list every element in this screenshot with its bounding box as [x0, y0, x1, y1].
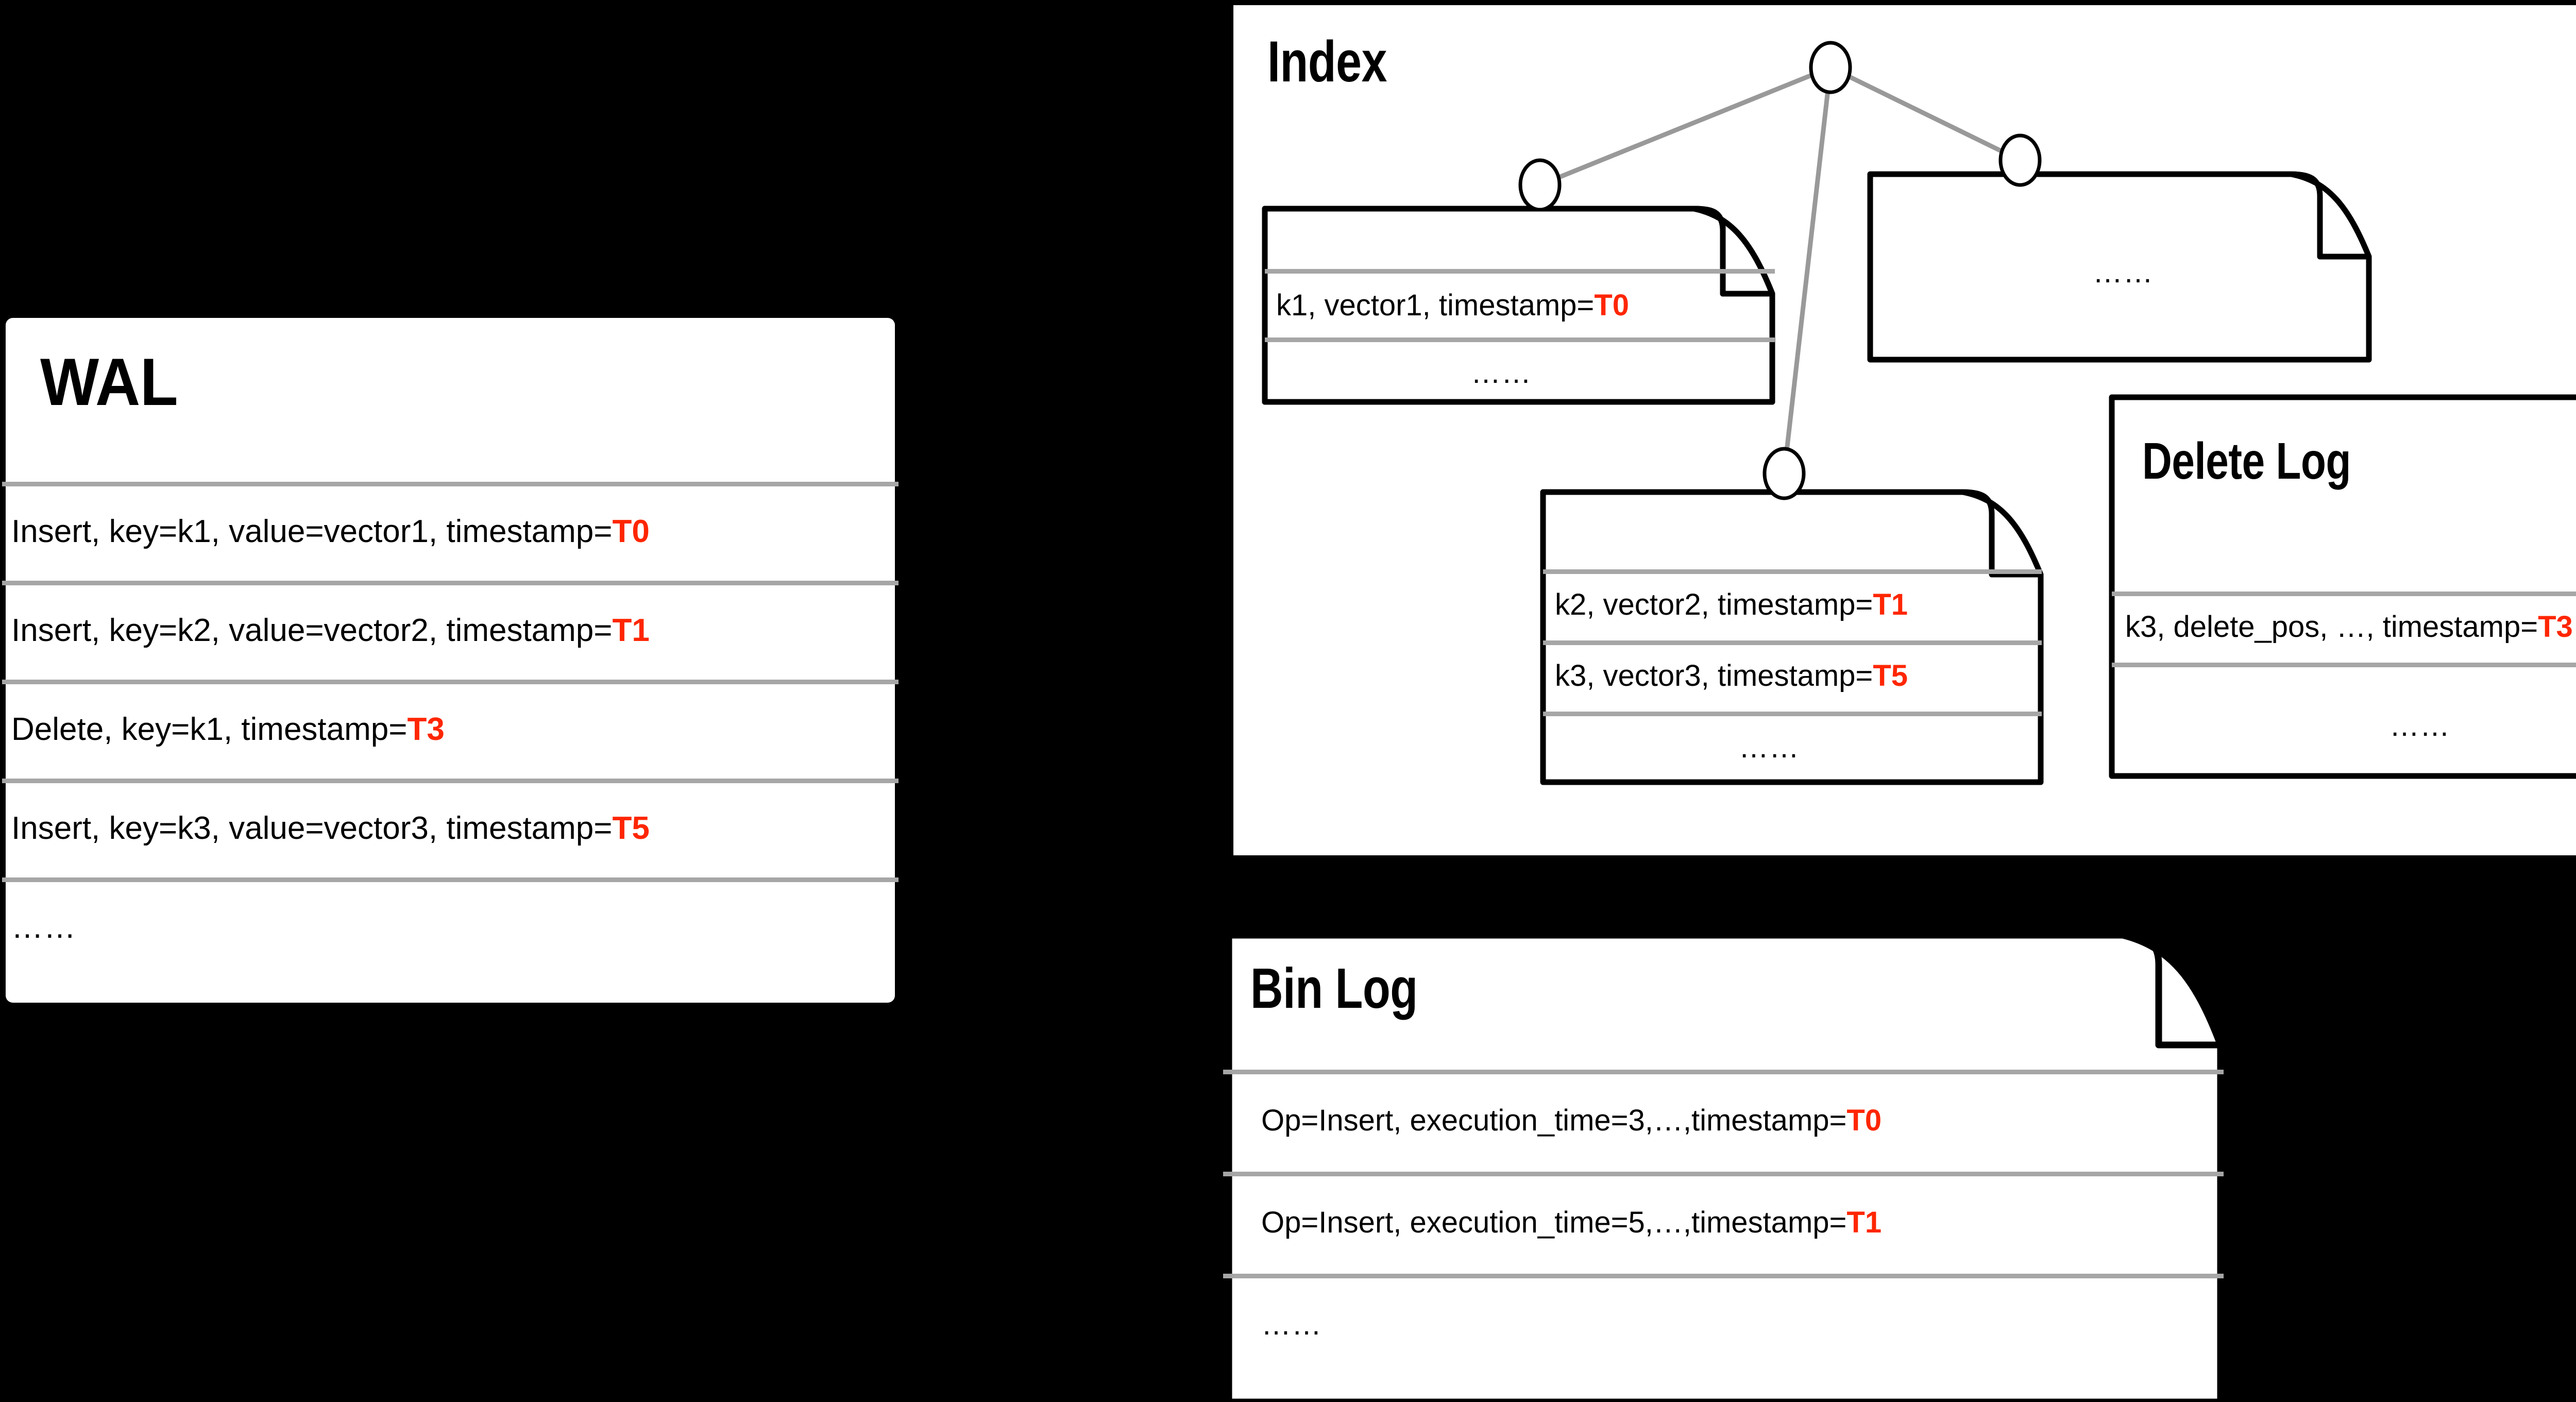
wal-separator — [2, 877, 899, 882]
wal-row: Delete, key=k1, timestamp=T3 — [11, 714, 445, 746]
index-card-k2-k3-row: k2, vector2, timestamp=T1 — [1555, 590, 1908, 620]
delete-log-row-label: k3, delete_pos, …, timestamp= — [2125, 610, 2538, 644]
index-card-k2-k3-row: k3, vector3, timestamp=T5 — [1555, 661, 1908, 691]
delete-log-row-timestamp: T3 — [2538, 610, 2573, 644]
wal-row: Insert, key=k3, value=vector3, timestamp… — [11, 813, 650, 844]
bin-log-separator — [1223, 1274, 2224, 1278]
bin-log-title: Bin Log — [1250, 957, 1418, 1020]
delete-log-separator — [2112, 663, 2576, 667]
wal-row-label: Insert, key=k1, value=vector1, timestamp… — [11, 514, 613, 549]
index-card-k3-row-timestamp: T5 — [1873, 659, 1908, 692]
index-card-k3-row-label: k3, vector3, timestamp= — [1555, 659, 1873, 692]
bin-log-row: Op=Insert, execution_time=5,…,timestamp=… — [1261, 1208, 1882, 1238]
bin-log-row: Op=Insert, execution_time=3,…,timestamp=… — [1261, 1106, 1882, 1136]
index-card-k2-row-label: k2, vector2, timestamp= — [1555, 588, 1873, 621]
wal-row-timestamp: T5 — [612, 810, 650, 846]
index-card-k2-row-timestamp: T1 — [1873, 588, 1908, 621]
index-card-k2-k3-ellipsis: …… — [1739, 731, 1800, 764]
index-card-k1-separator — [1265, 337, 1775, 342]
index-card-k1-separator — [1265, 269, 1775, 274]
wal-row-ellipsis: …… — [11, 909, 76, 945]
wal-row: Insert, key=k1, value=vector1, timestamp… — [11, 516, 650, 548]
wal-separator — [2, 680, 899, 684]
index-card-ellipsis-text: …… — [2093, 256, 2154, 289]
index-card-k1-row-timestamp: T0 — [1594, 289, 1629, 322]
index-card-k2-k3-separator — [1543, 712, 2042, 716]
index-card-k1-row: k1, vector1, timestamp=T0 — [1276, 291, 1629, 320]
bin-log-separator — [1223, 1070, 2224, 1074]
bin-log-row-label: Op=Insert, execution_time=3,…,timestamp= — [1261, 1104, 1847, 1137]
wal-title: WAL — [40, 344, 178, 419]
index-title: Index — [1267, 29, 1387, 94]
wal-row-label: Insert, key=k3, value=vector3, timestamp… — [11, 810, 613, 846]
bin-log-row-label: Op=Insert, execution_time=5,…,timestamp= — [1261, 1206, 1847, 1239]
wal-separator — [2, 482, 899, 486]
wal-row-timestamp: T3 — [407, 712, 445, 747]
delete-log-title: Delete Log — [2142, 432, 2351, 490]
wal-separator — [2, 581, 899, 585]
wal-panel — [6, 318, 895, 1003]
wal-row-timestamp: T1 — [612, 613, 650, 648]
bin-log-row-timestamp: T0 — [1846, 1104, 1882, 1137]
delete-log-ellipsis: …… — [2389, 709, 2450, 742]
index-panel — [1233, 5, 2576, 855]
index-card-k2-k3-separator — [1543, 640, 2042, 645]
bin-log-ellipsis: …… — [1261, 1308, 1322, 1341]
wal-row-label: Insert, key=k2, value=vector2, timestamp… — [11, 613, 613, 648]
bin-log-row-timestamp: T1 — [1846, 1206, 1882, 1239]
bin-log-separator — [1223, 1172, 2224, 1176]
wal-row: Insert, key=k2, value=vector2, timestamp… — [11, 615, 650, 647]
wal-row-label: Delete, key=k1, timestamp= — [11, 712, 408, 747]
delete-log-separator — [2112, 592, 2576, 596]
wal-row-timestamp: T0 — [612, 514, 650, 549]
delete-log-row: k3, delete_pos, …, timestamp=T3 — [2125, 612, 2573, 642]
index-card-k1-ellipsis: …… — [1471, 356, 1532, 390]
index-card-k1-row-label: k1, vector1, timestamp= — [1276, 289, 1595, 322]
wal-separator — [2, 779, 899, 783]
index-card-k2-k3-separator — [1543, 569, 2042, 574]
